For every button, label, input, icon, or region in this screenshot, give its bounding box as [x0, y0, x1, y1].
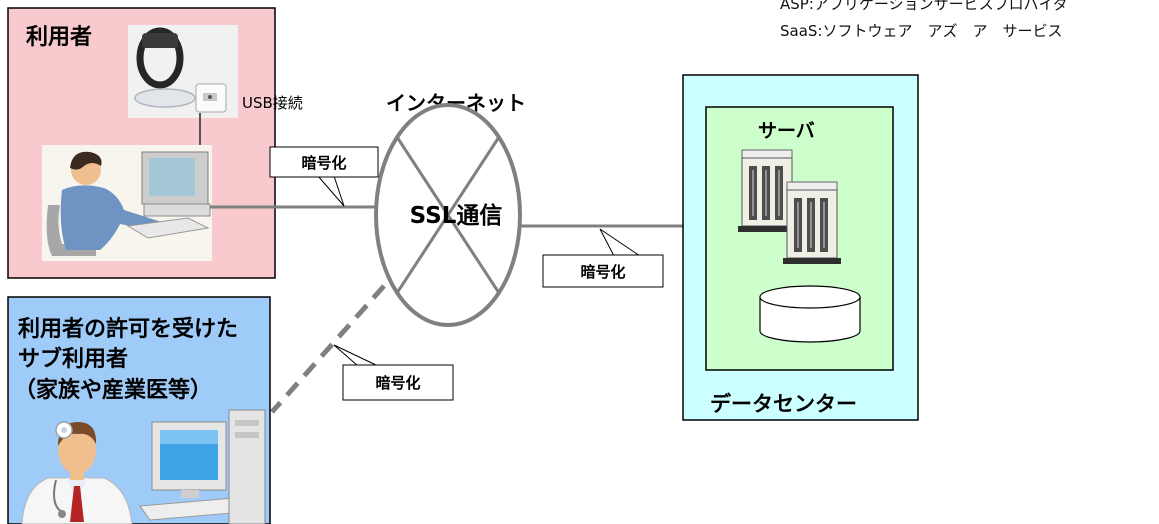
internet-cloud: [374, 103, 522, 327]
server-label: サーバ: [758, 120, 815, 142]
datacenter-box: サーバ データセ: [682, 74, 919, 421]
subuser-to-internet-dashed-line: [270, 284, 386, 414]
desktop-computer-icon: [139, 409, 266, 524]
server-rack-icon: [783, 181, 841, 264]
ssl-communication-label: SSL通信: [410, 202, 503, 229]
legend-saas: SaaS:ソフトウェア アズ ア サービス: [780, 22, 1062, 40]
internet-cross-line-2: [395, 136, 501, 294]
encryption-callout-label-1: 暗号化: [301, 154, 346, 172]
user-box-title: 利用者: [26, 25, 92, 50]
database-cylinder-icon: [759, 285, 861, 343]
doctor-icon: [21, 421, 133, 524]
legend-asp: ASP:アプリケーションサービスプロバイダ: [780, 0, 1068, 13]
person-at-computer-icon: [42, 145, 212, 261]
wristband-device-icon: [128, 25, 238, 118]
server-rack-icon: [738, 149, 796, 232]
encryption-callout-label-3: 暗号化: [375, 374, 420, 392]
sub-user-box: 利用者の許可を受けた サブ利用者 （家族や産業医等）: [7, 296, 271, 524]
encryption-callout-label-2: 暗号化: [580, 263, 625, 281]
encryption-callout-2: 暗号化: [542, 228, 664, 288]
sub-user-title-line-1: 利用者の許可を受けた: [18, 316, 238, 342]
encryption-callout-3: 暗号化: [333, 344, 454, 401]
sub-user-title-line-2: サブ利用者: [18, 346, 128, 372]
datacenter-title: データセンター: [710, 392, 857, 416]
usb-connection-label: USB接続: [242, 94, 303, 112]
sub-user-title-line-3: （家族や産業医等）: [14, 377, 212, 403]
encryption-callout-1: 暗号化: [269, 146, 379, 207]
user-box: 利用者 USB接続: [7, 7, 303, 279]
